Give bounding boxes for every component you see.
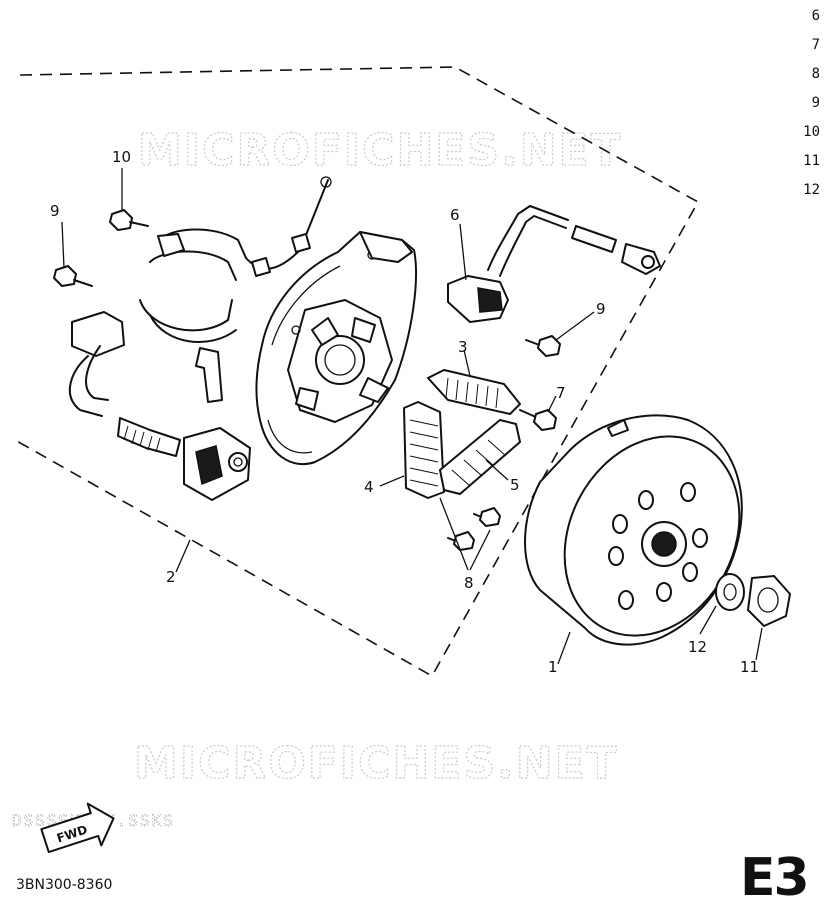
callout-2: 2	[166, 568, 176, 586]
charging-coil-4	[403, 401, 445, 499]
washer	[715, 573, 745, 611]
fwd-arrow-icon: FWD	[40, 802, 115, 854]
page-label: E3	[740, 848, 810, 908]
charging-coil-3	[427, 369, 521, 415]
index-item: 12	[803, 182, 820, 198]
pickup-coil	[447, 205, 661, 323]
flywheel-rotor	[524, 414, 743, 646]
part-code: 3BN300-8360	[16, 877, 113, 893]
callout-3: 3	[458, 338, 468, 356]
leader-lines	[61, 168, 763, 665]
watermark-bottom: MICROFICHES.NET	[134, 738, 619, 789]
index-item: 7	[811, 37, 820, 53]
index-item: 6	[811, 8, 820, 24]
index-item: 10	[803, 124, 820, 140]
bolt-9-right	[525, 335, 561, 357]
callout-6: 6	[450, 206, 460, 224]
callout-9: 9	[596, 300, 606, 318]
bolt-9-left	[53, 265, 93, 287]
assembly-outline	[14, 66, 700, 678]
callout-9: 9	[50, 202, 60, 220]
callout-11: 11	[740, 658, 759, 676]
index-item: 9	[811, 95, 820, 111]
wire-clamp	[139, 176, 332, 403]
screw-8-upper	[473, 507, 501, 527]
callout-1: 1	[548, 658, 558, 676]
callout-7: 7	[556, 384, 566, 402]
callout-10: 10	[112, 148, 131, 166]
callout-12: 12	[688, 638, 707, 656]
callout-5: 5	[510, 476, 520, 494]
bolt-10	[109, 209, 149, 231]
nut	[747, 575, 791, 627]
callout-4: 4	[364, 478, 374, 496]
index-item: 8	[811, 66, 820, 82]
index-item: 11	[803, 153, 820, 169]
screw-8-lower	[447, 531, 475, 551]
callout-8: 8	[464, 574, 474, 592]
wire-harness	[69, 311, 251, 501]
charging-coil-5	[439, 419, 521, 495]
screw-7	[519, 409, 557, 431]
stator-plate	[255, 231, 417, 466]
watermark-top: MICROFICHES.NET	[138, 125, 623, 176]
